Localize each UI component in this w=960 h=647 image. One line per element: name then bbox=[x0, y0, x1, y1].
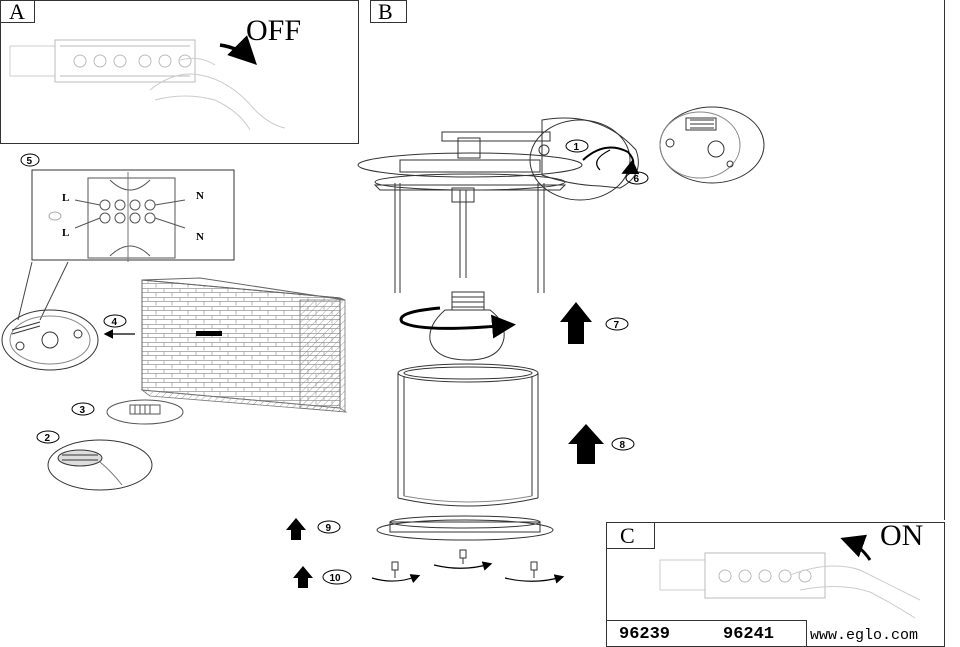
website-link[interactable]: www.eglo.com bbox=[810, 627, 918, 644]
hand-icon bbox=[789, 565, 921, 619]
base-ring bbox=[376, 515, 554, 541]
lamp-head bbox=[357, 117, 639, 293]
step-6: 6 bbox=[634, 174, 640, 185]
brick-wall bbox=[140, 277, 348, 413]
rotate-arrow-icon bbox=[399, 306, 516, 339]
step-1: 1 bbox=[574, 142, 580, 153]
panel-a: A OFF bbox=[0, 0, 359, 144]
wire-label-l-top: L bbox=[62, 192, 69, 204]
panel-a-label: A bbox=[9, 0, 25, 24]
panel-c-label: C bbox=[620, 523, 635, 548]
step-7: 7 bbox=[614, 320, 620, 331]
step-3: 3 bbox=[80, 405, 86, 416]
up-arrow-icon bbox=[293, 566, 313, 588]
wire-label-l-bottom: L bbox=[62, 227, 69, 239]
up-arrow-icon bbox=[560, 302, 592, 344]
model-number-2: 96241 bbox=[723, 625, 774, 644]
terminal-block-c bbox=[659, 552, 826, 599]
model-number-1: 96239 bbox=[619, 625, 670, 644]
step-5: 5 bbox=[27, 156, 33, 167]
glass-cylinder bbox=[397, 363, 539, 507]
rotate-arrow-icon bbox=[840, 534, 872, 561]
rotate-arrow-icon bbox=[371, 561, 565, 584]
step-10: 10 bbox=[330, 573, 342, 584]
wire-label-n-bottom: N bbox=[196, 231, 204, 243]
screw-icon bbox=[391, 549, 538, 578]
wiring-detail: 5 L L N N bbox=[17, 153, 235, 321]
panel-b: B bbox=[370, 0, 945, 520]
step-8: 8 bbox=[620, 440, 626, 451]
step-4: 4 bbox=[112, 317, 118, 328]
step-9: 9 bbox=[326, 523, 332, 534]
panel-b-label: B bbox=[378, 0, 393, 24]
rotate-arrow-icon bbox=[219, 35, 257, 65]
hand-icon bbox=[149, 57, 286, 131]
wall-bracket bbox=[1, 309, 99, 371]
wall-plug bbox=[106, 399, 184, 425]
step-2: 2 bbox=[45, 433, 51, 444]
off-label: OFF bbox=[246, 14, 301, 47]
panel-c: C ON 96239 96241 www.eglo.com bbox=[606, 519, 945, 647]
cable-gland bbox=[47, 439, 153, 491]
on-label: ON bbox=[880, 519, 923, 552]
terminal-block-a bbox=[9, 39, 196, 83]
rotate-arrow-icon bbox=[582, 146, 640, 175]
up-arrow-icon bbox=[568, 424, 604, 464]
wire-label-n-top: N bbox=[196, 190, 204, 202]
mounting-plate bbox=[659, 106, 765, 184]
up-arrow-icon bbox=[286, 518, 306, 540]
